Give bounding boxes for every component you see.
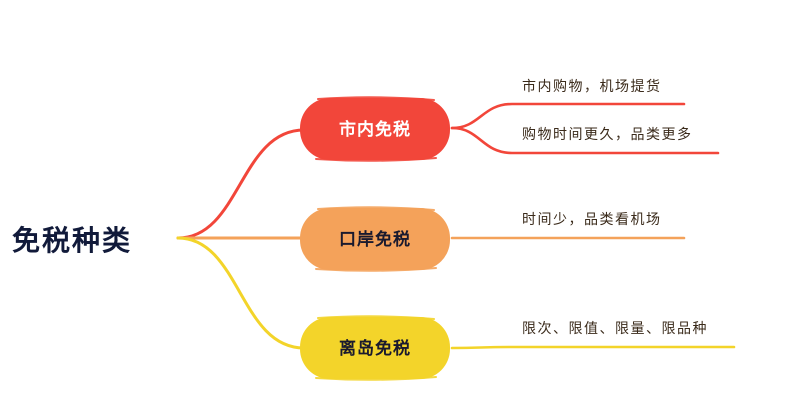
root-connector-1 — [176, 128, 306, 240]
branch-3-leaf-1: 限次、限值、限量、限品种 — [522, 321, 708, 337]
branch-3-leaf-connector-1 — [450, 345, 736, 350]
branch-node-3: 离岛免税 — [300, 315, 450, 381]
branch-node-3-pill — [300, 317, 450, 379]
branch-node-1-brush-bottom — [315, 157, 437, 162]
branch-node-2-brush-top — [317, 206, 435, 211]
branch-node-1: 市内免税 — [300, 96, 450, 162]
branch-node-2: 口岸免税 — [300, 206, 450, 272]
branch-node-3-label: 离岛免税 — [339, 338, 411, 359]
branch-1-leaf-connector-2 — [450, 126, 720, 155]
root-node-label: 免税种类 — [12, 224, 132, 257]
branch-node-2-label: 口岸免税 — [339, 229, 411, 250]
branch-node-3-brush-bottom — [315, 376, 437, 381]
branch-node-2-pill — [300, 208, 450, 270]
branch-node-1-label: 市内免税 — [339, 119, 411, 140]
root-connector-3 — [176, 236, 306, 350]
branch-node-3-brush-top — [317, 315, 435, 320]
branch-1-leaf-2: 购物时间更久，品类更多 — [522, 126, 693, 143]
branch-node-2-brush-bottom — [315, 267, 437, 272]
branch-1-leaf-connector-1 — [450, 102, 686, 130]
branch-1-leaf-1: 市内购物，机场提货 — [522, 78, 662, 95]
branch-node-1-pill — [300, 98, 450, 160]
branch-2-leaf-1: 时间少，品类看机场 — [522, 212, 662, 228]
branch-node-1-brush-top — [317, 96, 435, 101]
